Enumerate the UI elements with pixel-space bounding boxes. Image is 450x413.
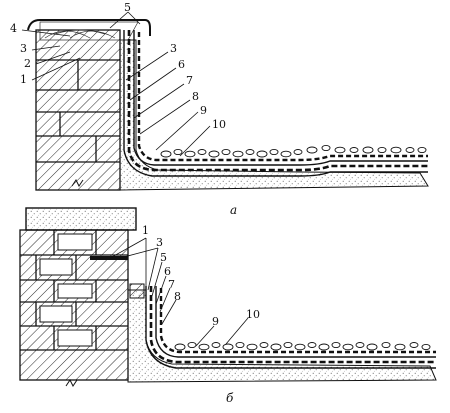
screed-a (119, 39, 429, 191)
flashing-strip-b (90, 256, 128, 260)
figure-b: 1 3 5 6 7 8 9 10 б (19, 207, 437, 405)
membrane-layers-a (123, 30, 428, 177)
coping-slab-b (25, 207, 137, 231)
label-a-5: 5 (124, 1, 131, 14)
figure-a: 4 5 3 2 1 3 6 7 8 9 10 а (10, 1, 429, 217)
membrane-layers-b (145, 286, 436, 369)
label-b-1: 1 (142, 224, 149, 237)
label-b-9: 9 (212, 315, 219, 328)
parapet-cap-a (27, 19, 151, 36)
brick-faces-b (39, 233, 93, 347)
label-b-5: 5 (160, 251, 167, 264)
gravel-a (160, 144, 427, 158)
label-a-10: 10 (212, 118, 226, 131)
leaders-a (21, 11, 211, 157)
label-a-3-top: 3 (20, 42, 27, 55)
label-a-8: 8 (192, 90, 199, 103)
label-b-7: 7 (168, 278, 175, 291)
labels-a: 4 5 3 2 1 3 6 7 8 9 10 (10, 1, 226, 131)
label-b-10: 10 (246, 308, 260, 321)
break-mark-b (65, 379, 78, 387)
caption-a: а (230, 203, 237, 217)
label-b-3: 3 (156, 236, 163, 249)
labels-b: 1 3 5 6 7 8 9 10 (142, 224, 260, 328)
brick-wall-a (35, 29, 121, 191)
break-mark-a (71, 179, 84, 187)
brick-wall-b (19, 229, 129, 381)
fillet-block-b (129, 283, 145, 299)
cap-texture-a (44, 29, 116, 39)
leaders-b (111, 237, 249, 347)
label-a-6: 6 (178, 58, 185, 71)
label-a-3: 3 (170, 42, 177, 55)
label-a-2: 2 (24, 57, 31, 70)
label-b-6: 6 (164, 265, 171, 278)
gravel-b (174, 341, 431, 351)
label-a-7: 7 (186, 74, 193, 87)
label-a-4: 4 (10, 22, 17, 35)
caption-b: б (226, 391, 234, 405)
label-a-9: 9 (200, 104, 207, 117)
label-a-1: 1 (20, 73, 27, 86)
label-b-8: 8 (174, 290, 181, 303)
